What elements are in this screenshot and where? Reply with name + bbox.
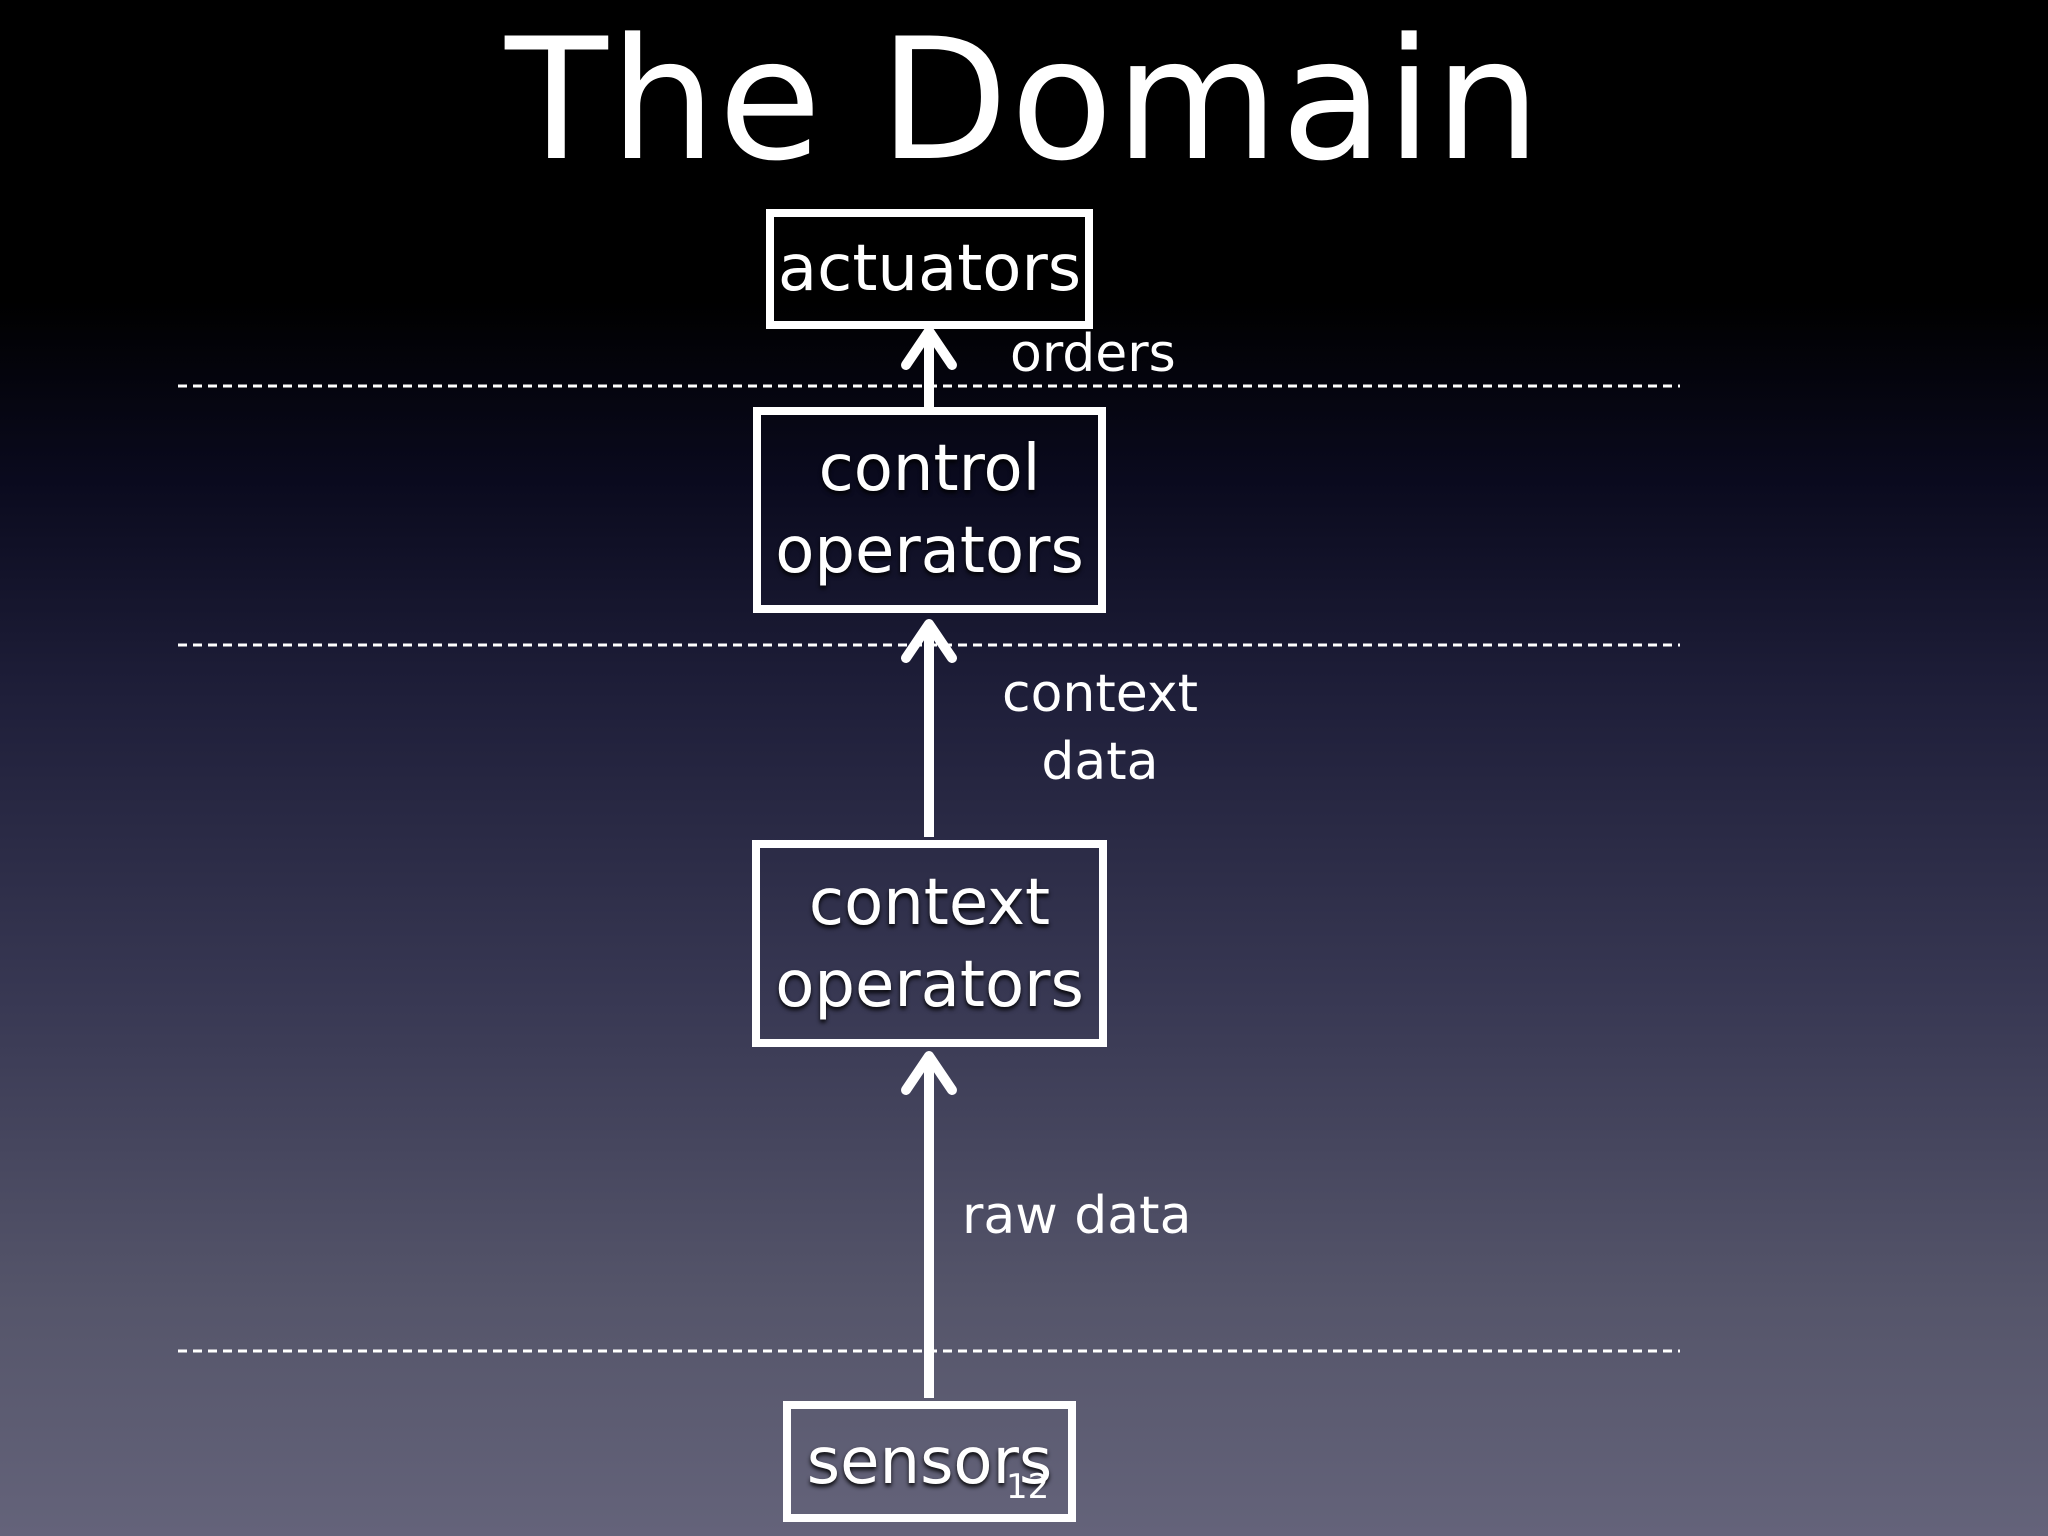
page-number: 12 [1006,1467,1050,1507]
edge-label-raw-data: raw data [962,1186,1192,1246]
actuators-box: actuators [766,209,1093,329]
edge-label-context-data: context data [1000,660,1200,796]
context-operators-label-line2: operators [775,947,1084,1022]
actuators-label: actuators [777,232,1082,306]
sensors-label: sensors [806,1424,1053,1499]
arrow-orders [901,326,957,407]
context-operators-box: context operators [752,840,1107,1047]
edge-label-context-data-line1: context [1002,664,1198,724]
control-operators-label-line2: operators [775,514,1084,588]
arrow-raw-data [901,1051,957,1398]
edge-label-context-data-line2: data [1041,732,1159,792]
control-operators-box: control operators [753,407,1106,613]
context-operators-label-line1: context [808,865,1051,940]
arrow-context-data [901,619,957,837]
sensors-box: sensors [783,1401,1076,1522]
edge-label-orders: orders [1010,324,1176,384]
slide-title: The Domain [505,2,1543,198]
control-operators-label-line1: control [818,432,1041,506]
